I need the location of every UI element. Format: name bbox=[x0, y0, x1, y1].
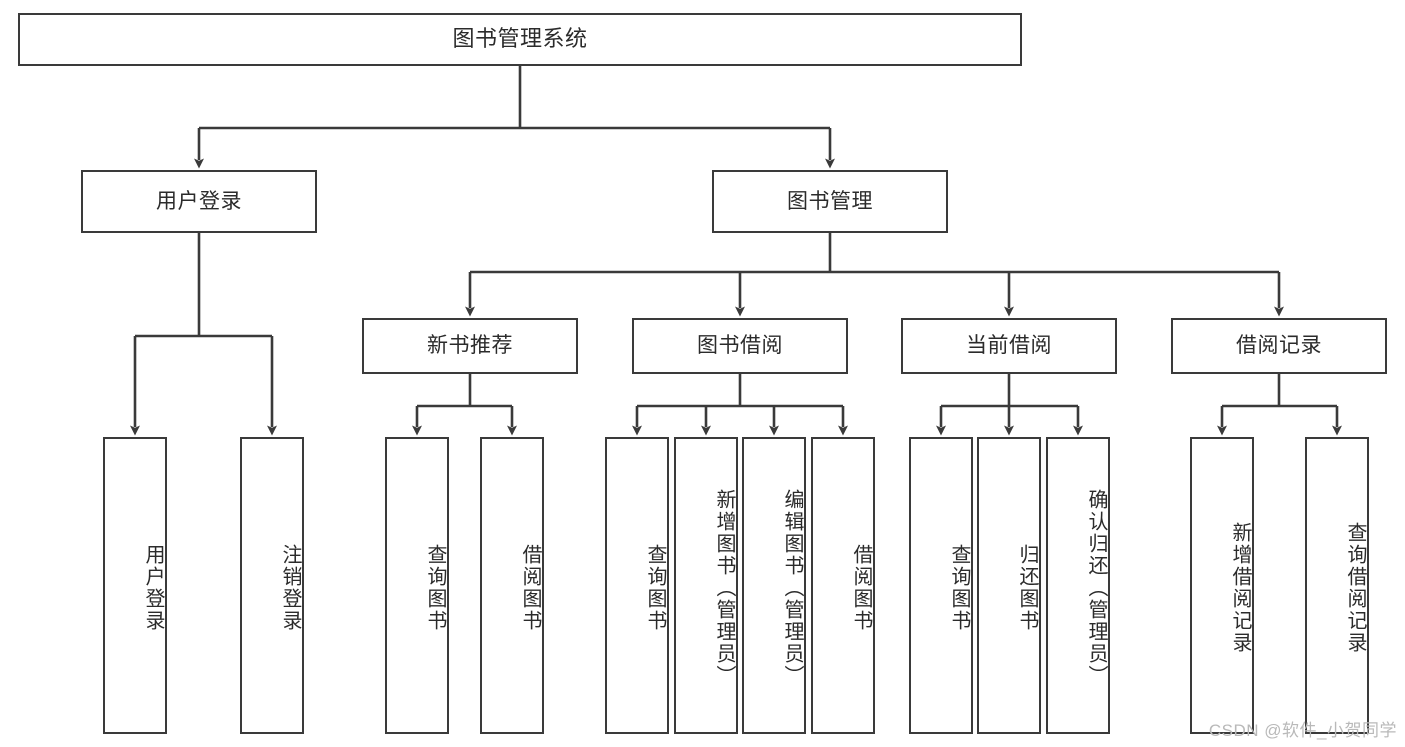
csdn-watermark: CSDN @软件_小贺同学 bbox=[1208, 721, 1397, 740]
leaf-user-logout[interactable]: 注销登录 bbox=[240, 437, 304, 734]
leaf-return-book[interactable]: 归还图书 bbox=[977, 437, 1041, 734]
node-user-login[interactable]: 用户登录 bbox=[81, 170, 317, 233]
leaf-add-borrow-record[interactable]: 新增借阅记录 bbox=[1190, 437, 1254, 734]
leaf-query-book-borrow[interactable]: 查询图书 bbox=[605, 437, 669, 734]
leaf-query-book-current[interactable]: 查询图书 bbox=[909, 437, 973, 734]
node-borrow-record[interactable]: 借阅记录 bbox=[1171, 318, 1387, 374]
leaf-borrow-book-newbook[interactable]: 借阅图书 bbox=[480, 437, 544, 734]
leaf-query-borrow-record[interactable]: 查询借阅记录 bbox=[1305, 437, 1369, 734]
node-book-management[interactable]: 图书管理 bbox=[712, 170, 948, 233]
node-root-system[interactable]: 图书管理系统 bbox=[18, 13, 1022, 66]
node-current-borrow[interactable]: 当前借阅 bbox=[901, 318, 1117, 374]
leaf-add-book-admin[interactable]: 新增图书（管理员） bbox=[674, 437, 738, 734]
node-book-borrow[interactable]: 图书借阅 bbox=[632, 318, 848, 374]
leaf-borrow-book-borrow[interactable]: 借阅图书 bbox=[811, 437, 875, 734]
leaf-user-login[interactable]: 用户登录 bbox=[103, 437, 167, 734]
leaf-query-book-newbook[interactable]: 查询图书 bbox=[385, 437, 449, 734]
leaf-confirm-return-admin[interactable]: 确认归还（管理员） bbox=[1046, 437, 1110, 734]
node-new-book-recommendation[interactable]: 新书推荐 bbox=[362, 318, 578, 374]
leaf-edit-book-admin[interactable]: 编辑图书（管理员） bbox=[742, 437, 806, 734]
